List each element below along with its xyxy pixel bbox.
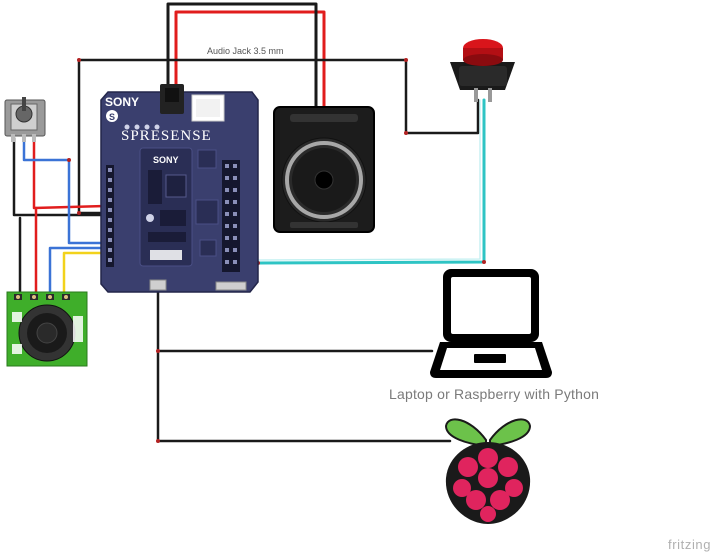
speaker-black-wire <box>166 2 318 110</box>
svg-text:S: S <box>109 112 115 122</box>
usb-connector <box>149 279 167 291</box>
board-name-label: SPRESENSE <box>121 128 212 144</box>
potentiometer-icon <box>4 97 46 142</box>
spresense-board: S SONY SPRESENSE <box>100 84 259 293</box>
sensor-yellow-wire <box>62 251 107 298</box>
led-row <box>124 124 160 130</box>
pot-red-wire <box>32 136 107 210</box>
main-board-brand-label: SONY <box>153 155 179 165</box>
pin-header-left <box>106 165 114 267</box>
computer-label: Laptop or Raspberry with Python <box>389 386 600 402</box>
board-brand-label: SONY <box>105 95 139 109</box>
pot-black-wire <box>12 136 107 217</box>
spresense-s-logo <box>106 110 118 122</box>
spresense-main-board <box>139 147 193 267</box>
pin-header-right <box>222 160 240 272</box>
button-signal-wire-light <box>257 99 481 261</box>
ultrasonic-sensor-icon <box>6 291 88 367</box>
sensor-blue-wire <box>48 246 107 298</box>
speaker-icon <box>273 106 375 233</box>
laptop-icon <box>430 269 552 378</box>
audio-jack-label: Audio Jack 3.5 mm <box>207 46 284 56</box>
raspberry-pi-logo-icon <box>444 418 532 524</box>
push-button-icon <box>450 39 515 102</box>
usb-laptop-wire <box>156 286 434 353</box>
fritzing-watermark: fritzing <box>668 537 712 552</box>
